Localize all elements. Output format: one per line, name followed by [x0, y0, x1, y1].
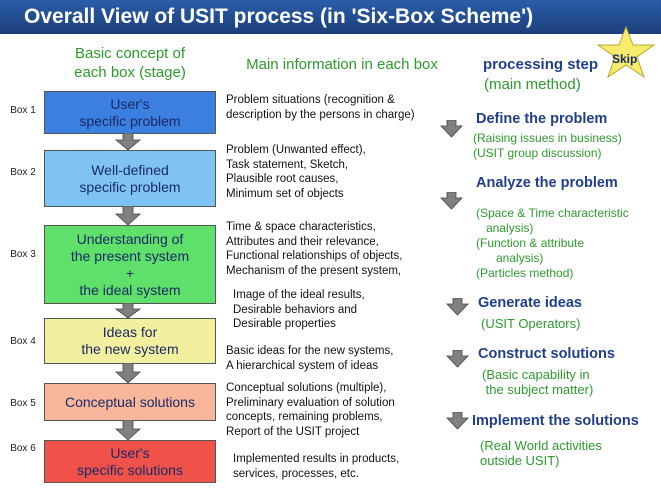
- info-box-1: Problem situations (recognition & descri…: [226, 94, 415, 121]
- title-bar: Overall View of USIT process (in 'Six-Bo…: [0, 0, 661, 34]
- method-construct-solutions: (Basic capability in the subject matter): [482, 367, 594, 397]
- stage-box-6: User's specific solutions: [44, 440, 216, 483]
- skip-star-icon[interactable]: [594, 25, 658, 81]
- box-label-2: Box 2: [10, 167, 36, 178]
- info-box-3: Time & space characteristics, Attributes…: [226, 221, 403, 277]
- info-box-6: Implemented results in products, service…: [233, 453, 400, 480]
- page-title: Overall View of USIT process (in 'Six-Bo…: [24, 5, 534, 28]
- method-generate-ideas: (USIT Operators): [481, 316, 581, 331]
- stage-box-2: Well-defined specific problem: [44, 150, 216, 207]
- box-label-3: Box 3: [10, 249, 36, 260]
- info-box-4: Basic ideas for the new systems, A hiera…: [226, 345, 394, 372]
- header-basic-concept: Basic concept of each box (stage): [74, 45, 186, 81]
- header-processing-step: processing step: [483, 56, 599, 73]
- down-arrow-icon: [114, 420, 142, 441]
- step-define-problem: Define the problem: [476, 111, 608, 127]
- down-arrow-icon: [114, 303, 142, 319]
- step-construct-solutions: Construct solutions: [478, 346, 615, 362]
- step-generate-ideas: Generate ideas: [478, 295, 582, 311]
- step-implement-solutions: Implement the solutions: [472, 413, 639, 429]
- method-define-problem: (Raising issues in business) (USIT group…: [473, 131, 622, 160]
- box-label-4: Box 4: [10, 336, 36, 347]
- stage-box-5: Conceptual solutions: [44, 383, 216, 421]
- step-arrow-icon: [446, 298, 469, 316]
- stage-box-4: Ideas for the new system: [44, 318, 216, 364]
- step-arrow-icon: [446, 350, 469, 368]
- step-arrow-icon: [440, 120, 463, 138]
- down-arrow-icon: [114, 363, 142, 384]
- box-label-6: Box 6: [10, 443, 36, 454]
- stage-box-1: User's specific problem: [44, 91, 216, 134]
- step-arrow-icon: [440, 192, 463, 210]
- box-label-1: Box 1: [10, 105, 36, 116]
- skip-label[interactable]: Skip: [612, 52, 638, 66]
- header-main-method: (main method): [484, 76, 581, 93]
- step-arrow-icon: [446, 412, 469, 430]
- down-arrow-icon: [114, 133, 142, 151]
- method-analyze-problem: (Space & Time characteristic analysis) (…: [476, 206, 629, 280]
- info-ideal: Image of the ideal results, Desirable be…: [233, 289, 365, 330]
- step-analyze-problem: Analyze the problem: [476, 175, 618, 191]
- down-arrow-icon: [114, 206, 142, 226]
- header-main-info: Main information in each box: [246, 56, 438, 73]
- stage-box-3: Understanding of the present system + th…: [44, 225, 216, 304]
- box-label-5: Box 5: [10, 398, 36, 409]
- info-box-5: Conceptual solutions (multiple), Prelimi…: [226, 382, 395, 438]
- method-implement-solutions: (Real World activities outside USIT): [480, 438, 602, 468]
- info-box-2: Problem (Unwanted effect), Task statemen…: [226, 144, 366, 200]
